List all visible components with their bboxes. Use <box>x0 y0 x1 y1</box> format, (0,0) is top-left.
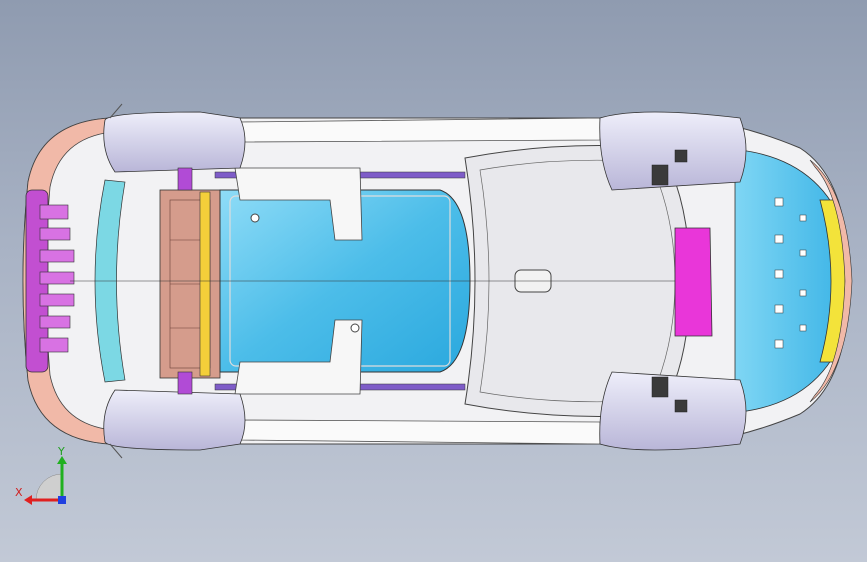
lower-seat-bracket <box>234 319 363 395</box>
rear-left-shock-mount <box>177 167 193 191</box>
front-suspension-left <box>651 149 688 186</box>
rear-left-wheel-arch <box>103 111 246 173</box>
right-sill <box>239 419 601 445</box>
front-suspension-right <box>651 376 688 413</box>
y-axis-head <box>57 456 67 464</box>
rear-module-ribs <box>39 204 75 353</box>
front-crossmember <box>674 227 713 337</box>
z-axis-marker <box>58 496 66 504</box>
rear-right-wheel-arch <box>103 389 246 451</box>
upper-seat-bracket <box>234 167 363 241</box>
rear-crossbar <box>199 191 211 377</box>
rear-left-antenna <box>109 103 123 119</box>
bracket-bolt <box>250 213 260 223</box>
left-sill <box>239 117 601 143</box>
x-axis-label: X <box>15 486 23 499</box>
rear-right-antenna <box>109 443 123 459</box>
bracket-bolt <box>350 323 360 333</box>
axis-triad: X Y <box>15 445 67 505</box>
front-bumper-trim <box>809 159 853 403</box>
front-left-wheel-arch <box>599 111 747 191</box>
y-axis-label: Y <box>57 445 65 458</box>
front-right-wheel-arch <box>599 371 747 451</box>
x-axis-head <box>24 495 32 505</box>
front-bumper-clips <box>774 197 807 349</box>
rear-right-shock-mount <box>177 371 193 395</box>
